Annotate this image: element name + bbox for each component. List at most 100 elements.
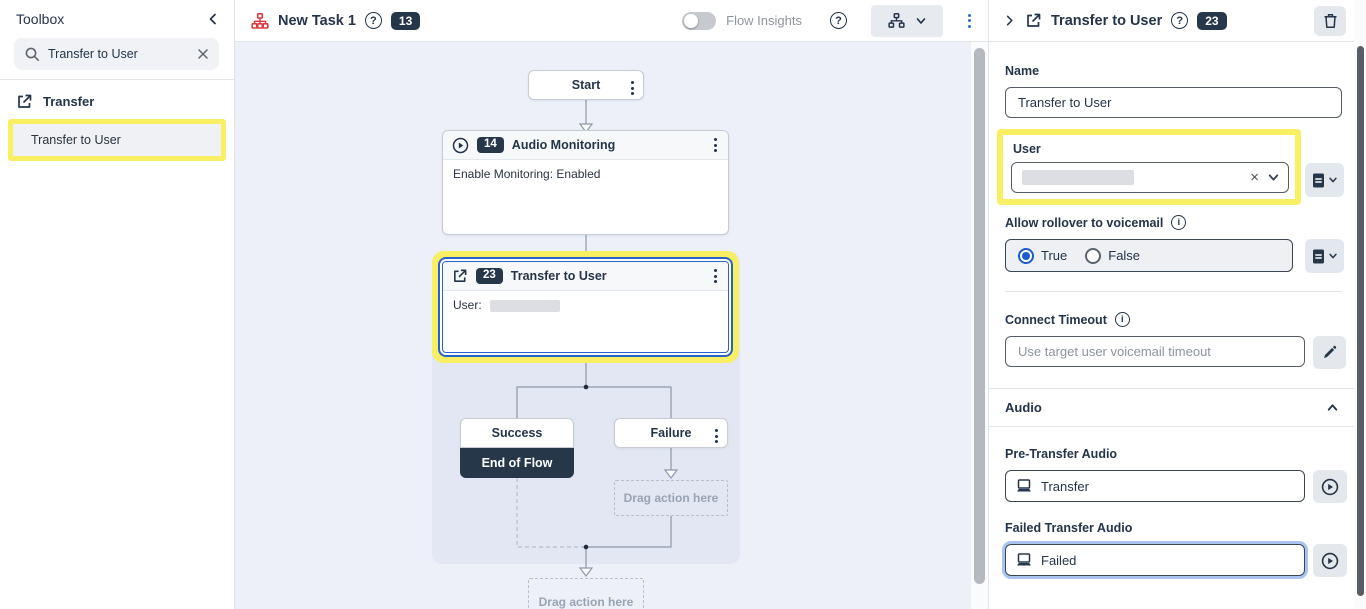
flow-insights-label: Flow Insights: [726, 13, 802, 28]
drop-zone-label: Drag action here: [623, 491, 719, 505]
drop-zone-bottom[interactable]: Drag action here: [528, 578, 644, 609]
flow-insights-help-icon[interactable]: ?: [830, 12, 847, 29]
failed-transfer-audio-label: Failed Transfer Audio: [1005, 521, 1133, 535]
external-link-icon: [1025, 12, 1042, 29]
pre-transfer-audio-field[interactable]: Transfer: [1005, 470, 1305, 502]
task-help-icon[interactable]: ?: [364, 12, 382, 29]
transfer-node-title: Transfer to User: [510, 269, 607, 283]
panel-divider: [1005, 291, 1342, 292]
user-field-label: User: [1013, 142, 1041, 156]
toolbox-title: Toolbox: [16, 11, 65, 27]
document-icon: [1313, 249, 1324, 263]
name-field-label: Name: [1005, 64, 1040, 78]
connect-timeout-info-icon[interactable]: i: [1114, 312, 1130, 327]
audio-node-title: Audio Monitoring: [511, 138, 616, 152]
name-input[interactable]: [1005, 87, 1342, 118]
collapse-sidebar-icon[interactable]: [206, 12, 220, 26]
category-transfer: Transfer: [16, 93, 94, 110]
audio-node-menu-icon[interactable]: [711, 135, 720, 155]
delete-action-button[interactable]: [1314, 5, 1346, 36]
chevron-down-icon: [1329, 253, 1337, 259]
audio-monitoring-node[interactable]: 14 Audio Monitoring Enable Monitoring: E…: [442, 130, 729, 235]
toolbox-search[interactable]: [14, 38, 219, 70]
edit-timeout-button[interactable]: [1313, 336, 1346, 369]
layout-view-button[interactable]: [871, 4, 943, 37]
sitemap-icon: [887, 12, 905, 28]
radio-false[interactable]: False: [1085, 247, 1141, 264]
panel-help-icon[interactable]: ?: [1171, 12, 1189, 29]
clear-user-icon[interactable]: ×: [1250, 169, 1259, 186]
task-sitemap-icon: [251, 12, 269, 30]
connect-timeout-input[interactable]: [1005, 336, 1305, 367]
start-node[interactable]: Start: [528, 70, 644, 100]
document-icon: [1313, 173, 1324, 187]
transfer-node-menu-icon[interactable]: [711, 266, 720, 286]
drop-zone-failure[interactable]: Drag action here: [614, 480, 728, 516]
start-menu-icon[interactable]: [628, 78, 637, 98]
radio-true[interactable]: True: [1018, 247, 1068, 264]
connect-timeout-label-text: Connect Timeout: [1005, 312, 1107, 327]
user-expression-button[interactable]: [1305, 163, 1344, 197]
flow-edges: [516, 100, 679, 577]
play-circle-icon: [452, 137, 469, 154]
panel-scrollbar[interactable]: [1354, 0, 1366, 609]
rollover-radio-group: True False: [1005, 239, 1293, 272]
chevron-down-icon[interactable]: [1267, 171, 1280, 184]
panel-badge: 23: [1197, 11, 1227, 30]
trash-icon: [1324, 13, 1336, 28]
transfer-to-user-node[interactable]: 23 Transfer to User User:: [442, 261, 729, 353]
computer-icon: [1017, 479, 1031, 492]
radio-true-control[interactable]: [1018, 247, 1034, 264]
toolbox-sidebar: Toolbox Transfer Transfer to User: [0, 0, 235, 609]
sidebar-divider: [0, 79, 234, 80]
radio-false-control[interactable]: [1085, 247, 1102, 264]
chevron-down-icon: [916, 17, 925, 24]
radio-false-label: False: [1108, 248, 1141, 263]
play-circle-icon: [1321, 478, 1339, 495]
failure-branch[interactable]: Failure: [614, 418, 728, 448]
action-settings-panel: Name User × Allow rollover to voicemail …: [988, 42, 1355, 609]
clear-search-icon[interactable]: [197, 48, 209, 60]
play-pre-transfer-audio-button[interactable]: [1313, 470, 1347, 503]
flow-menu-icon[interactable]: [965, 11, 974, 31]
start-label: Start: [571, 78, 601, 92]
search-input[interactable]: [48, 47, 189, 61]
chevron-down-icon: [1329, 177, 1337, 183]
rollover-expression-button[interactable]: [1305, 239, 1344, 273]
pencil-icon: [1324, 345, 1337, 358]
flow-insights-toggle[interactable]: [682, 11, 717, 30]
end-of-flow-node[interactable]: End of Flow: [460, 448, 574, 478]
external-link-icon: [452, 268, 468, 284]
failure-menu-icon[interactable]: [712, 426, 721, 446]
chevron-up-icon[interactable]: [1326, 401, 1339, 414]
audio-node-badge: 14: [477, 136, 504, 154]
connect-timeout-label: Connect Timeout i: [1005, 312, 1130, 327]
panel-expand-icon[interactable]: [1003, 14, 1016, 27]
transfer-node-user-label: User:: [453, 298, 482, 312]
toolbox-item-transfer-to-user[interactable]: Transfer to User: [8, 119, 226, 161]
failed-transfer-audio-field[interactable]: Failed: [1005, 544, 1305, 576]
success-branch[interactable]: Success: [460, 418, 574, 448]
search-icon: [24, 46, 40, 62]
drop-zone-label: Drag action here: [538, 595, 634, 609]
flow-toolbar: New Task 1 ? 13 Flow Insights ?: [235, 0, 988, 42]
pre-transfer-audio-label: Pre-Transfer Audio: [1005, 447, 1118, 461]
play-failed-transfer-audio-button[interactable]: [1313, 544, 1347, 577]
radio-true-label: True: [1041, 248, 1068, 263]
panel-scrollbar-thumb[interactable]: [1357, 46, 1364, 596]
task-title: New Task 1: [278, 12, 356, 29]
end-of-flow-label: End of Flow: [481, 456, 553, 470]
user-combobox[interactable]: ×: [1011, 162, 1289, 193]
category-label: Transfer: [43, 94, 95, 109]
computer-icon: [1017, 553, 1031, 566]
audio-section-header[interactable]: Audio: [989, 388, 1355, 427]
flow-canvas[interactable]: Start 14 Audio Monitoring Enable Monitor…: [235, 42, 970, 609]
rollover-field-label: Allow rollover to voicemail i: [1005, 215, 1187, 230]
canvas-scrollbar[interactable]: [970, 42, 988, 609]
rollover-info-icon[interactable]: i: [1171, 215, 1187, 230]
canvas-scrollbar-thumb[interactable]: [974, 48, 985, 584]
play-circle-icon: [1321, 552, 1339, 569]
pre-transfer-audio-value: Transfer: [1041, 478, 1089, 494]
redacted-user-value: [1022, 170, 1134, 185]
panel-title: Transfer to User: [1051, 12, 1163, 29]
